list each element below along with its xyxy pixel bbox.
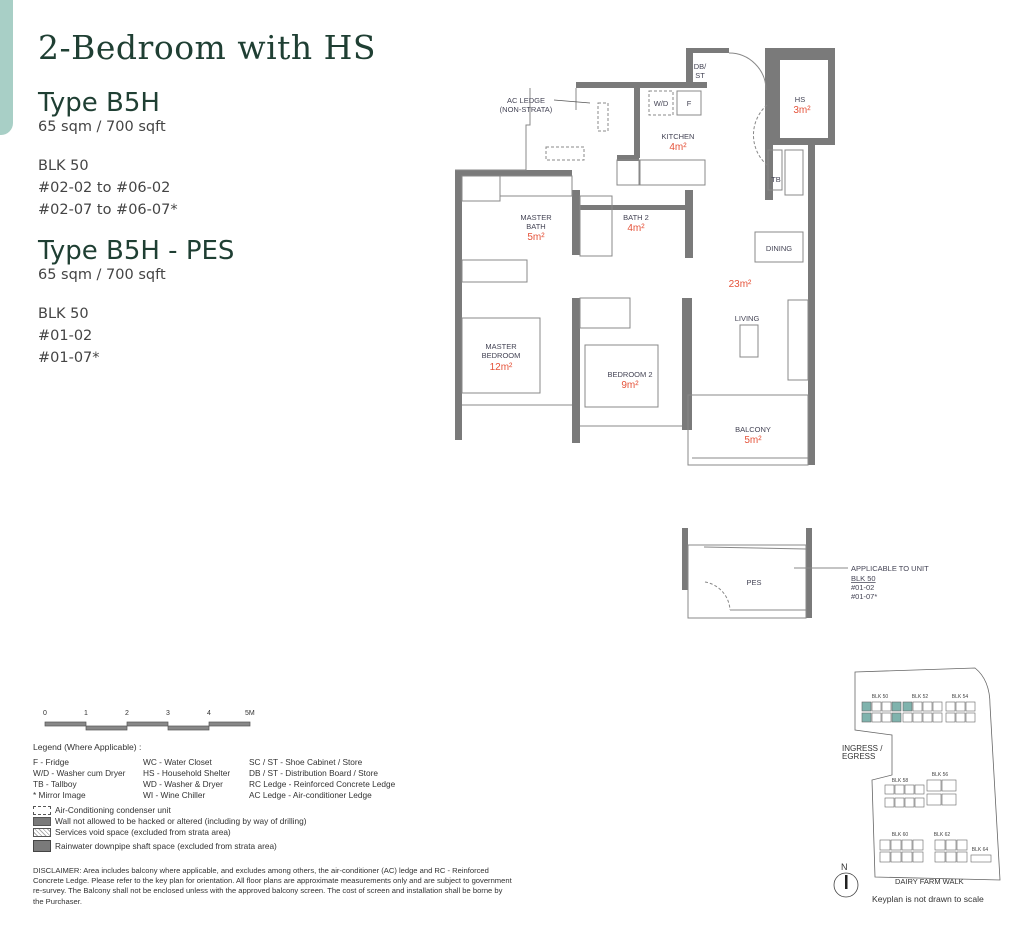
- legend-symbol-label: Wall not allowed to be hacked or altered…: [55, 816, 307, 826]
- legend-item: F - Fridge: [33, 757, 69, 767]
- legend-item: RC Ledge - Reinforced Concrete Ledge: [249, 779, 396, 789]
- scale-tick: 4: [207, 710, 211, 717]
- keyplan-blk: BLK 54: [952, 694, 969, 700]
- keyplan: BLK 50 BLK 52 BLK 54 BLK 58 BLK 56 BLK 6…: [833, 667, 1001, 898]
- ingress-line: EGRESS: [842, 752, 876, 761]
- north-label: N: [841, 862, 848, 872]
- db-st-label: DB/: [694, 62, 707, 71]
- type-b5h-heading: Type B5H: [38, 88, 160, 118]
- legend-item: AC Ledge - Air-conditioner Ledge: [249, 790, 372, 800]
- road-label: DAIRY FARM WALK: [895, 877, 964, 886]
- scale-tick: 5M: [245, 710, 255, 717]
- disclaimer: DISCLAIMER: Area includes balcony where …: [33, 866, 512, 906]
- master-bedroom-label: BEDROOM: [482, 351, 521, 360]
- kitchen-area: 4m²: [669, 142, 687, 153]
- ac-unit-swatch: [33, 805, 51, 815]
- legend-symbol: Services void space (excluded from strat…: [33, 827, 231, 837]
- keyplan-blk: BLK 64: [972, 847, 989, 853]
- dining-label: DINING: [766, 244, 792, 253]
- legend-symbol-label: Air-Conditioning condenser unit: [55, 805, 171, 815]
- legend-item: SC / ST - Shoe Cabinet / Store: [249, 757, 363, 767]
- legend-symbol: Wall not allowed to be hacked or altered…: [33, 816, 307, 826]
- living-label: LIVING: [735, 314, 760, 323]
- keyplan-blk: BLK 60: [892, 832, 909, 838]
- master-bedroom-area: 12m²: [490, 362, 513, 373]
- keyplan-note: Keyplan is not drawn to scale: [872, 894, 984, 904]
- ac-ledge-label: (NON-STRATA): [500, 105, 553, 114]
- keyplan-blk: BLK 56: [932, 772, 949, 778]
- applicable-label: APPLICABLE TO UNIT: [851, 564, 929, 573]
- unit-line: #02-07 to #06-07*: [38, 202, 178, 218]
- type-b5h-pes-size: 65 sqm / 700 sqft: [38, 267, 166, 283]
- type-b5h-size: 65 sqm / 700 sqft: [38, 119, 166, 135]
- legend-title: Legend (Where Applicable) :: [33, 742, 142, 752]
- unit-line: BLK 50: [38, 306, 89, 322]
- ac-ledge-label: AC LEDGE: [507, 96, 545, 105]
- legend-item: W/D - Washer cum Dryer: [33, 768, 126, 778]
- type-b5h-pes-heading: Type B5H - PES: [38, 236, 235, 266]
- legend-items: F - Fridge WC - Water Closet SC / ST - S…: [33, 757, 449, 801]
- legend-symbol-label: Services void space (excluded from strat…: [55, 827, 231, 837]
- services-void-swatch: [33, 827, 51, 837]
- legend-symbol: Air-Conditioning condenser unit: [33, 805, 171, 815]
- type-b5h-pes-units: BLK 50 #01-02 #01-07*: [38, 303, 100, 369]
- legend-item: TB - Tallboy: [33, 779, 77, 789]
- hs-area: 3m²: [793, 105, 811, 116]
- ingress-egress-label: INGRESS /EGRESS: [842, 745, 882, 761]
- bedroom2-area: 9m²: [621, 380, 639, 391]
- scale-tick: 1: [84, 710, 88, 717]
- unit-line: BLK 50: [38, 158, 89, 174]
- applicable-unit: #01-07*: [851, 592, 877, 601]
- kitchen-label: KITCHEN: [662, 132, 695, 141]
- page-title: 2-Bedroom with HS: [38, 28, 377, 67]
- pes-plan: [682, 528, 848, 619]
- master-bath-area: 5m²: [527, 232, 545, 243]
- living-area: 23m²: [729, 279, 752, 290]
- master-bedroom-label: MASTER: [485, 342, 517, 351]
- scale-tick: 2: [125, 710, 129, 717]
- legend-symbol: Rainwater downpipe shaft space (excluded…: [33, 840, 277, 852]
- unit-line: #01-07*: [38, 350, 100, 366]
- scale-tick: 0: [43, 710, 47, 717]
- pes-label: PES: [746, 578, 761, 587]
- bedroom2-label: BEDROOM 2: [607, 370, 652, 379]
- db-st-label: ST: [695, 71, 705, 80]
- north-arrow-icon: [833, 872, 859, 898]
- keyplan-blk: BLK 58: [892, 778, 909, 784]
- unit-line: #02-02 to #06-02: [38, 180, 171, 196]
- master-bath-label: MASTER: [520, 213, 552, 222]
- legend-item: WC - Water Closet: [143, 757, 212, 767]
- hs-label: HS: [795, 95, 805, 104]
- scale-tick: 3: [166, 710, 170, 717]
- legend-item: HS - Household Shelter: [143, 768, 231, 778]
- applicable-blk: BLK 50: [851, 574, 876, 583]
- legend-symbol-label: Rainwater downpipe shaft space (excluded…: [55, 841, 277, 851]
- wall-swatch: [33, 816, 51, 826]
- balcony-label: BALCONY: [735, 425, 771, 434]
- applicable-unit: #01-02: [851, 583, 874, 592]
- unit-line: #01-02: [38, 328, 93, 344]
- legend-item: DB / ST - Distribution Board / Store: [249, 768, 378, 778]
- legend-item: * Mirror Image: [33, 790, 86, 800]
- washer-dryer-label: W/D: [654, 99, 669, 108]
- bath2-label: BATH 2: [623, 213, 649, 222]
- legend-item: WI - Wine Chiller: [143, 790, 206, 800]
- legend-item: WD - Washer & Dryer: [143, 779, 223, 789]
- room-labels: AC LEDGE (NON-STRATA) DB/ ST W/D F KITCH…: [482, 62, 929, 601]
- keyplan-blk: BLK 52: [912, 694, 929, 700]
- tallboy-label: TB: [771, 175, 781, 184]
- downpipe-swatch: [33, 840, 51, 852]
- bath2-area: 4m²: [627, 223, 645, 234]
- type-b5h-units: BLK 50 #02-02 to #06-02 #02-07 to #06-07…: [38, 155, 178, 221]
- scale-bar: [44, 721, 251, 731]
- balcony-area: 5m²: [744, 435, 762, 446]
- accent-tab: [0, 0, 13, 135]
- ingress-line: INGRESS /: [842, 744, 883, 753]
- master-bath-label: BATH: [526, 222, 545, 231]
- fridge-label: F: [687, 99, 692, 108]
- keyplan-blk: BLK 62: [934, 832, 951, 838]
- keyplan-blk: BLK 50: [872, 694, 889, 700]
